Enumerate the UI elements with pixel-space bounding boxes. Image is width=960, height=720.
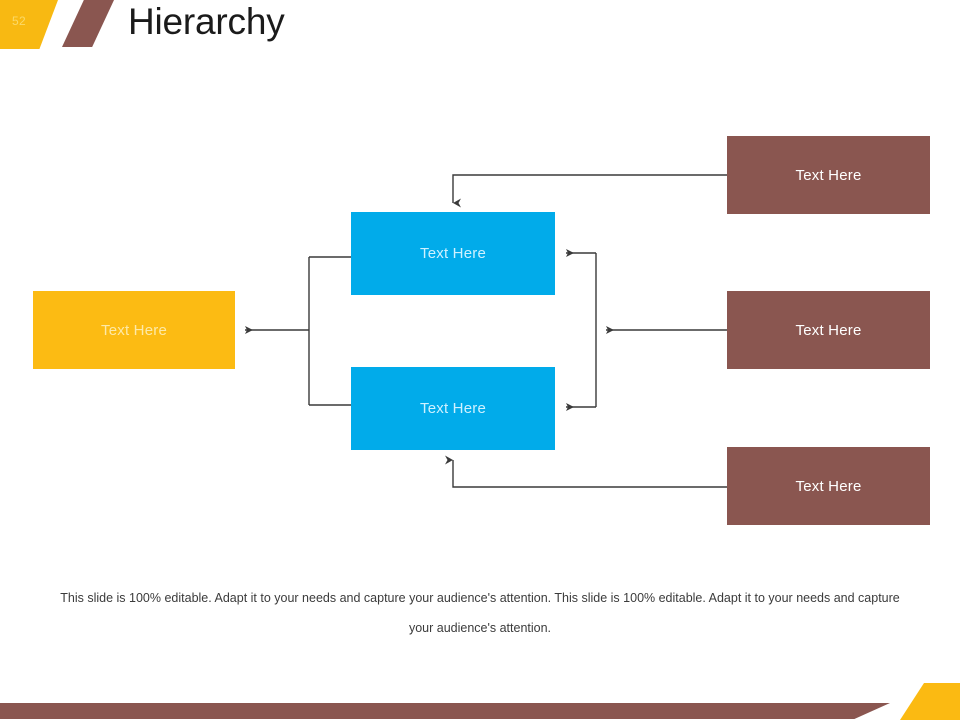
slide-number-label: 52 — [12, 14, 26, 28]
node-brown-bottom[interactable]: Text Here — [727, 447, 930, 525]
node-label: Text Here — [795, 166, 862, 184]
slide-header: 52 Hierarchy — [0, 0, 960, 56]
bottom-bar-decoration — [0, 703, 890, 719]
page-title: Hierarchy — [128, 1, 285, 42]
node-label: Text Here — [795, 477, 862, 495]
node-blue-top[interactable]: Text Here — [351, 212, 555, 295]
node-label: Text Here — [420, 245, 486, 262]
node-yellow-left[interactable]: Text Here — [33, 291, 235, 369]
connector-brown-bottom-to-blue-bottom — [445, 455, 727, 488]
node-brown-top[interactable]: Text Here — [727, 136, 930, 214]
node-blue-bottom[interactable]: Text Here — [351, 367, 555, 450]
node-label: Text Here — [420, 400, 486, 417]
node-label: Text Here — [101, 321, 167, 339]
node-brown-middle[interactable]: Text Here — [727, 291, 930, 369]
hierarchy-diagram: Text Here Text Here Text Here Text Here … — [33, 136, 930, 525]
connector-brown-top-to-blue-top — [452, 174, 727, 208]
connector-layer — [245, 174, 727, 488]
node-label: Text Here — [795, 321, 862, 339]
footer-note: This slide is 100% editable. Adapt it to… — [60, 591, 900, 635]
bottom-wedge-decoration — [900, 683, 960, 720]
